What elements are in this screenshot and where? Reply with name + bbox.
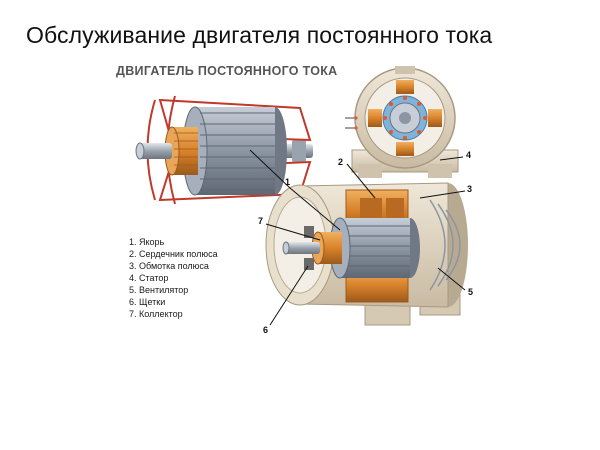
- parts-legend: 1. Якорь 2. Сердечник полюса 3. Обмотка …: [129, 236, 218, 320]
- legend-item-commutator: 7. Коллектор: [129, 309, 183, 319]
- legend-item-fan: 5. Вентилятор: [129, 285, 189, 295]
- callout-number-5: 5: [468, 287, 474, 297]
- legend-item-armature: 1. Якорь: [129, 237, 165, 247]
- callout-number-7: 7: [258, 216, 264, 226]
- leader-lines: [249, 149, 466, 326]
- callout-number-2: 2: [338, 157, 344, 167]
- armature-drawing: [135, 95, 313, 205]
- legend-item-pole-winding: 3. Обмотка полюса: [129, 261, 209, 271]
- diagram-title: ДВИГАТЕЛЬ ПОСТОЯННОГО ТОКА: [116, 64, 338, 78]
- motor-assembly-cutaway: [265, 182, 468, 326]
- callout-number-1: 1: [285, 177, 291, 187]
- slide-title: Обслуживание двигателя постоянного тока: [26, 22, 493, 48]
- legend-item-brushes: 6. Щетки: [129, 297, 166, 307]
- legend-item-pole-core: 2. Сердечник полюса: [129, 249, 218, 259]
- stator-cross-section: [345, 66, 459, 178]
- callout-number-3: 3: [467, 184, 473, 194]
- legend-item-stator: 4. Статор: [129, 273, 169, 283]
- callout-number-4: 4: [466, 150, 472, 160]
- callout-number-6: 6: [263, 325, 269, 335]
